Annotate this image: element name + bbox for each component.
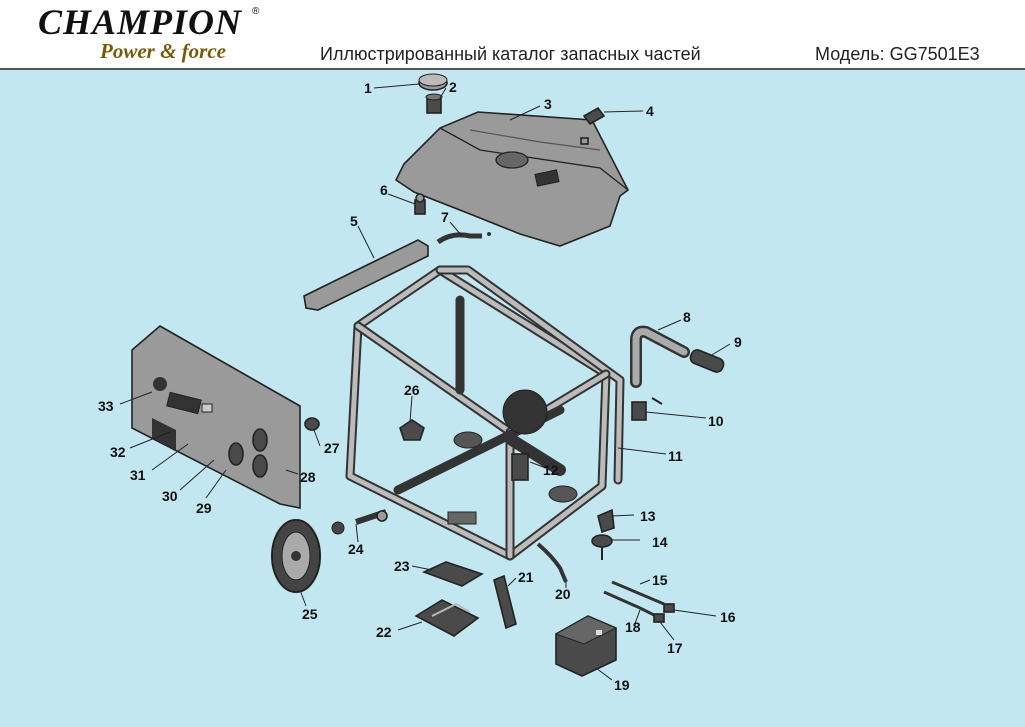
callout-5: 5 [350, 213, 358, 229]
callout-4: 4 [646, 103, 654, 119]
fuel-gauge [580, 106, 606, 145]
callout-14: 14 [652, 534, 668, 550]
callout-28: 28 [300, 469, 316, 485]
callout-13: 13 [640, 508, 656, 524]
model-label: Модель: GG7501E3 [815, 44, 980, 64]
callout-27: 27 [324, 440, 340, 456]
leader-lines [119, 83, 731, 681]
muffler [506, 434, 566, 481]
battery-cable-negative [603, 590, 657, 618]
logo-slogan: Power & force [100, 39, 226, 63]
handle-grip [689, 349, 725, 373]
callout-8: 8 [683, 309, 691, 325]
champion-logo: CHAMPION ® Power & force [38, 4, 268, 64]
callout-31: 31 [130, 467, 146, 483]
callout-17: 17 [667, 640, 683, 656]
callout-29: 29 [196, 500, 212, 516]
logo-registered-mark: ® [252, 6, 260, 17]
callout-10: 10 [708, 413, 724, 429]
wheel [271, 519, 321, 593]
callout-26: 26 [404, 382, 420, 398]
callout-30: 30 [162, 488, 178, 504]
oil-filler-cap [304, 417, 320, 431]
header: CHAMPION ® Power & force Иллюстрированны… [0, 0, 1025, 68]
fuel-filter [425, 93, 443, 114]
battery-pad [421, 561, 484, 587]
callout-33: 33 [98, 398, 114, 414]
header-divider [0, 68, 1025, 70]
wheel-axle [331, 509, 388, 535]
callout-1: 1 [364, 80, 372, 96]
callout-25: 25 [302, 606, 318, 622]
engine-mount [399, 419, 425, 441]
callout-23: 23 [394, 558, 410, 574]
fuel-tank [394, 111, 630, 247]
callout-2: 2 [449, 79, 457, 95]
frame [345, 265, 625, 561]
fuel-hose [436, 232, 482, 245]
logo-brand: CHAMPION [38, 2, 243, 42]
callout-24: 24 [348, 541, 364, 557]
fuel-valve [414, 193, 426, 215]
callout-12: 12 [543, 462, 559, 478]
callout-11: 11 [668, 448, 683, 464]
callout-3: 3 [544, 96, 552, 112]
control-panel [131, 325, 301, 509]
callout-19: 19 [614, 677, 630, 693]
terminal-cap-red [663, 603, 675, 613]
callout-7: 7 [441, 209, 449, 225]
callout-20: 20 [555, 586, 571, 602]
vibration-damper [597, 508, 615, 534]
callout-16: 16 [720, 609, 736, 625]
terminal-cap-black [653, 613, 665, 623]
rubber-foot [591, 534, 613, 560]
tank-bracket [303, 239, 429, 311]
diagram-area: 1 2 3 4 5 6 7 8 9 10 11 12 13 14 15 16 1… [0, 70, 1025, 727]
battery-tray [414, 599, 480, 637]
fuel-cap [418, 73, 448, 91]
battery-cable-positive [611, 580, 665, 606]
callout-21: 21 [518, 569, 534, 585]
callout-32: 32 [110, 444, 126, 460]
callout-18: 18 [625, 619, 641, 635]
catalog-title: Иллюстрированный каталог запасных частей [320, 44, 701, 64]
callout-9: 9 [734, 334, 742, 350]
handle-clamp [631, 397, 663, 421]
callout-22: 22 [376, 624, 392, 640]
battery [554, 615, 618, 677]
exploded-parts-diagram: 1 2 3 4 5 6 7 8 9 10 11 12 13 14 15 16 1… [98, 73, 742, 693]
battery-bracket [493, 574, 517, 630]
callout-6: 6 [380, 182, 388, 198]
ground-cable [536, 542, 568, 583]
callout-15: 15 [652, 572, 668, 588]
